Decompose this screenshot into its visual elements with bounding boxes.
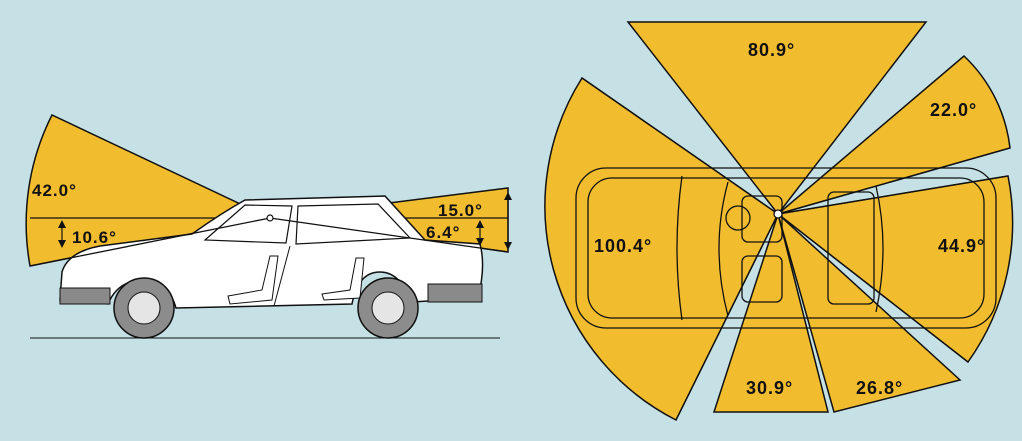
forward-lower-ray xyxy=(29,217,271,267)
rear-bench xyxy=(827,191,875,305)
front-sector xyxy=(626,21,928,216)
angle-label-6-4: 6.4° xyxy=(426,223,460,242)
angle-label-100-4: 100.4° xyxy=(594,236,652,256)
angle-label-42: 42.0° xyxy=(32,181,77,200)
angle-label-44-9: 44.9° xyxy=(938,236,985,256)
angle-label-10-6: 10.6° xyxy=(72,228,117,247)
driver-eye-point xyxy=(266,214,274,222)
angle-label-80-9: 80.9° xyxy=(748,40,795,60)
door-line xyxy=(273,245,291,307)
car-outline xyxy=(575,167,997,329)
steering-wheel xyxy=(725,205,751,231)
side-car xyxy=(59,195,484,339)
rear-right-sector xyxy=(776,211,962,413)
angle-label-15: 15.0° xyxy=(438,201,483,220)
front-right-seat xyxy=(741,255,783,303)
angle-label-26-8: 26.8° xyxy=(856,378,903,398)
right-sector xyxy=(776,175,1014,364)
rear-left-sector xyxy=(712,211,829,413)
rear-hub xyxy=(371,291,405,325)
hood-line xyxy=(676,175,683,321)
top-driver-eye-point xyxy=(773,209,783,219)
top-view-rays xyxy=(581,77,1011,421)
rear-bumper xyxy=(427,283,483,303)
rear-seat xyxy=(321,257,365,301)
right-front-sector xyxy=(777,54,1011,215)
front-seat xyxy=(227,255,279,305)
rear-window-line xyxy=(875,185,884,313)
windshield-line xyxy=(718,181,729,317)
side-view: 42.0° 10.6° 15.0° 6.4° xyxy=(25,114,512,339)
front-left-seat xyxy=(741,195,783,243)
rear-lower-ray xyxy=(269,217,509,253)
left-sector xyxy=(544,76,779,422)
front-bumper xyxy=(59,287,111,305)
top-view: 80.9° 22.0° 44.9° 100.4° 30.9° 26.8° xyxy=(544,21,1014,422)
car-inner-outline xyxy=(587,177,985,319)
angle-label-30-9: 30.9° xyxy=(746,378,793,398)
front-hub xyxy=(127,291,161,325)
dimension-arrows xyxy=(58,192,512,250)
angle-label-22: 22.0° xyxy=(930,100,977,120)
top-car xyxy=(575,167,997,329)
